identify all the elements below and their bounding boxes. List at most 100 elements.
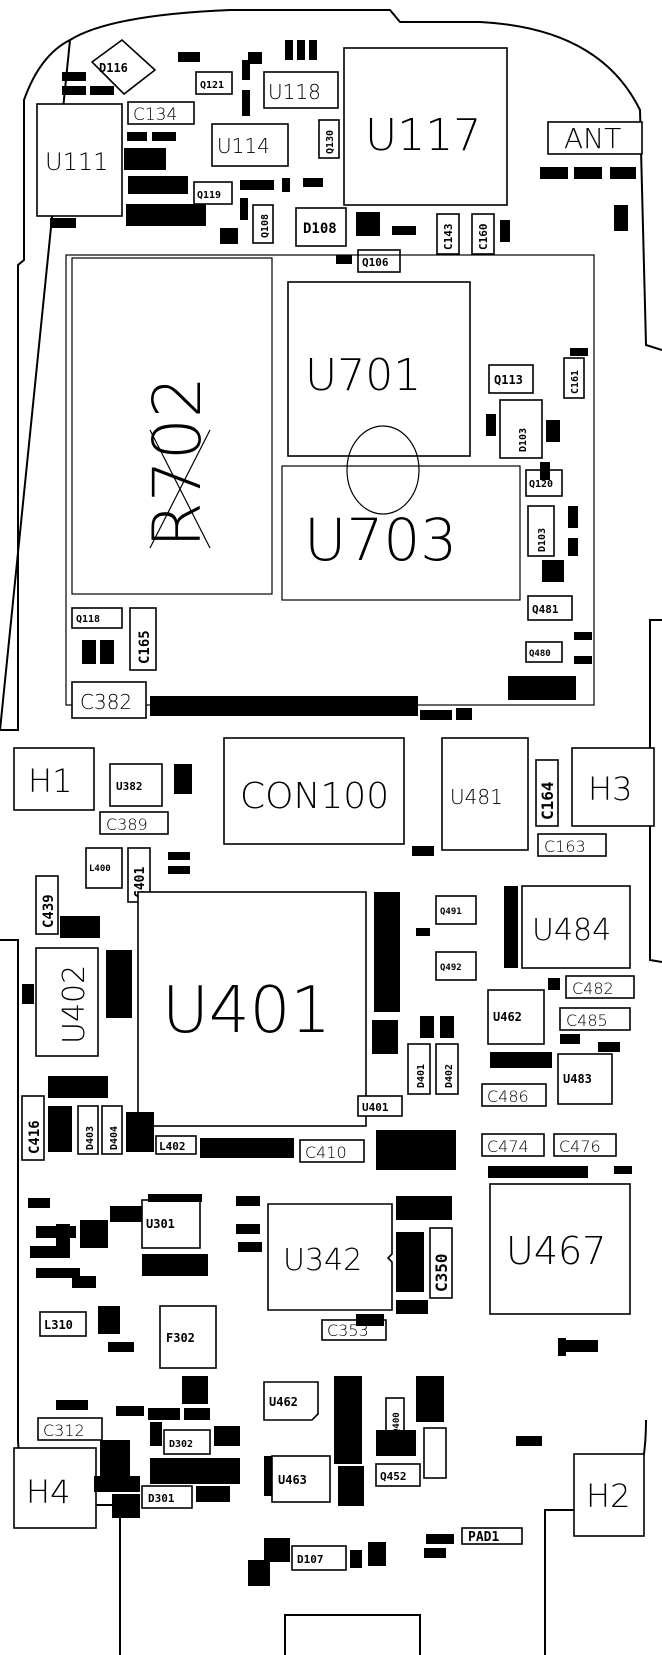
c163-outline [537, 833, 607, 857]
c350-label: C350 [432, 1253, 451, 1292]
c160-label: C160 [477, 224, 490, 251]
c416-outline [21, 1095, 45, 1161]
q118-label: Q118 [76, 614, 100, 625]
h3-label: H3 [588, 770, 632, 808]
q452-outline [375, 1463, 421, 1487]
l402-label: L402 [159, 1140, 186, 1153]
ant-outline [547, 121, 643, 155]
u703-outline [281, 465, 521, 601]
c474-label: C474 [487, 1137, 529, 1156]
h3-outline [571, 747, 655, 827]
q480-outline [525, 641, 563, 663]
c485-outline [559, 1007, 631, 1031]
r702-label: R702 [139, 376, 216, 548]
h1-outline [13, 747, 95, 811]
c382-label: C382 [80, 690, 132, 714]
u111-label: U111 [45, 148, 108, 176]
u463-label: U463 [278, 1473, 307, 1487]
d107-outline [291, 1545, 347, 1571]
h1-label: H1 [28, 762, 72, 800]
q480-label: Q480 [529, 649, 551, 659]
d402-label: D402 [444, 1064, 455, 1088]
u481-outline [441, 737, 529, 851]
c134-label: C134 [133, 105, 177, 125]
u342-outline [267, 1203, 393, 1311]
u382-outline [109, 763, 163, 807]
u462-outline [487, 989, 545, 1045]
c439-outline [35, 875, 59, 935]
u382-label: U382 [116, 780, 143, 793]
c165-outline [129, 607, 157, 671]
c485-label: C485 [566, 1011, 608, 1030]
q491-outline [435, 895, 477, 925]
c476-label: C476 [559, 1137, 601, 1156]
d103b-outline [527, 505, 555, 557]
q121-label: Q121 [200, 80, 224, 91]
u401-outline [137, 891, 367, 1127]
c410-outline [299, 1139, 365, 1163]
u467-outline [489, 1183, 631, 1315]
l400-outline [85, 847, 123, 889]
d301-outline [141, 1485, 193, 1509]
pad1-outline [461, 1527, 523, 1545]
u117-label: U117 [365, 110, 481, 161]
c482-label: C482 [572, 979, 614, 998]
c160-outline [471, 213, 495, 255]
u402-label: U402 [57, 965, 92, 1044]
c410-label: C410 [305, 1143, 347, 1162]
q451-outline [423, 1427, 447, 1479]
q118-outline [71, 607, 123, 629]
h2-outline [573, 1453, 645, 1537]
q120-label: Q120 [529, 479, 553, 490]
c165-label: C165 [137, 630, 153, 664]
middle-pads [168, 764, 434, 874]
u703-label: U703 [304, 506, 457, 574]
d116-label: D116 [99, 61, 128, 75]
d302-outline [163, 1429, 211, 1455]
c474-outline [481, 1133, 545, 1157]
q400-label: Q400 [392, 1412, 402, 1434]
d404-outline [101, 1105, 123, 1155]
con100-label: CON100 [240, 776, 389, 817]
f302-label: F302 [166, 1331, 195, 1345]
u114-label: U114 [217, 134, 270, 158]
u481-label: U481 [450, 785, 503, 809]
q492-outline [435, 951, 477, 981]
d401-label: D401 [416, 1064, 427, 1088]
c439-label: C439 [41, 894, 57, 928]
c161-outline [563, 357, 585, 399]
d116-outline [90, 38, 157, 96]
f302-outline [159, 1305, 217, 1369]
u118-outline [263, 71, 339, 109]
u483-outline [557, 1053, 613, 1105]
c312-label: C312 [43, 1421, 85, 1440]
q121-outline [195, 71, 233, 95]
q108a-outline [252, 204, 274, 244]
d103-outline [499, 399, 543, 459]
c476-outline [553, 1133, 617, 1157]
u701-outline [287, 281, 471, 457]
d301-label: D301 [148, 1492, 175, 1505]
r702-outline [71, 257, 273, 595]
q119-outline [193, 181, 233, 205]
c389-label: C389 [106, 815, 148, 834]
u401-area-pads [22, 886, 632, 1178]
d108-label: D108 [303, 221, 337, 237]
c382-outline [71, 681, 147, 719]
d403-outline [77, 1105, 99, 1155]
c486-label: C486 [487, 1087, 529, 1106]
c161-label: C161 [570, 370, 581, 394]
q481-outline [527, 595, 573, 621]
d302-label: D302 [169, 1439, 193, 1450]
c134-outline [127, 101, 195, 125]
q492-label: Q492 [440, 963, 462, 973]
zero-marking [346, 425, 420, 515]
q106-label: Q106 [362, 256, 389, 269]
con100-outline [223, 737, 405, 845]
d103-label: D103 [518, 428, 529, 452]
u301-label: U301 [146, 1217, 175, 1231]
l310-label: L310 [44, 1318, 73, 1332]
d108-outline [295, 207, 347, 247]
q113-outline [488, 364, 534, 394]
